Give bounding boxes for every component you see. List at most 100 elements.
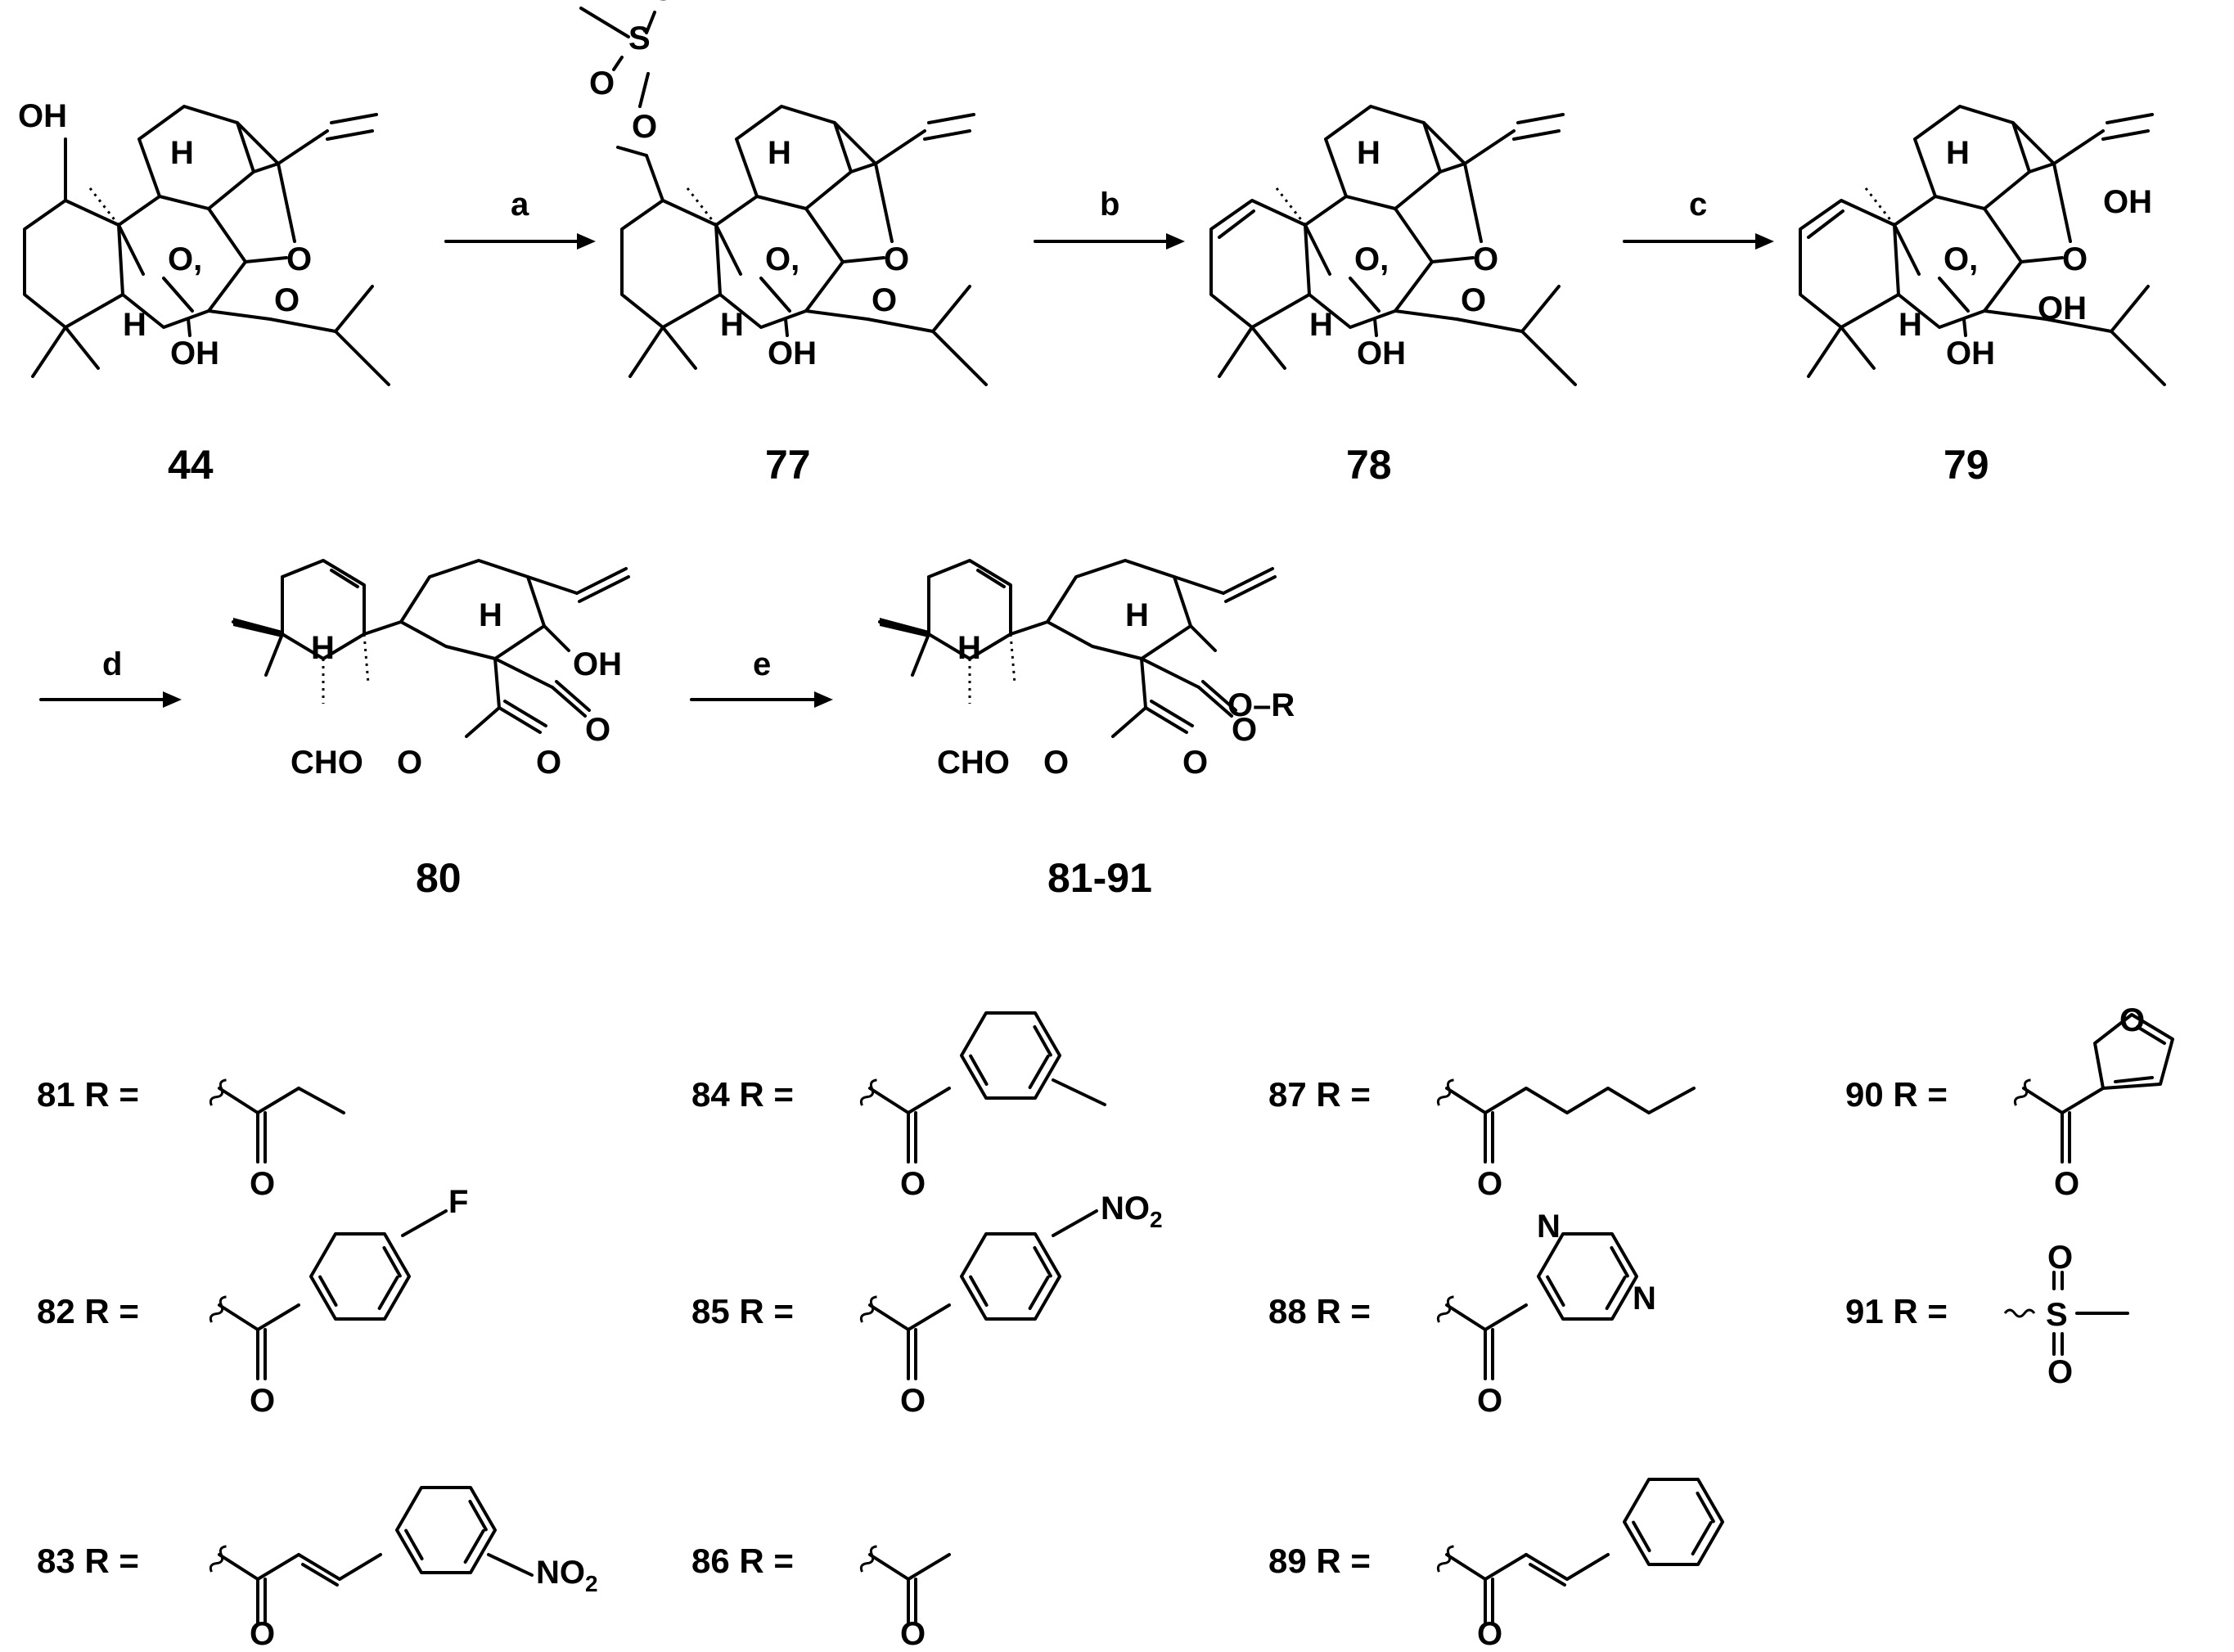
step-label-e: e [753,646,771,682]
atom-o: O [1182,745,1208,781]
r-group-label: 83 R = [37,1542,139,1580]
atom-o: O [250,1166,275,1202]
atom-o-r: O–R [1227,687,1295,723]
atom-no2: NO2 [1101,1191,1163,1232]
r-group-label: 87 R = [1268,1075,1371,1114]
atom-o: O [397,745,422,781]
r-group-label: 84 R = [691,1075,794,1114]
r-group-90: 90 R = O O [1845,1002,2174,1202]
r-group-81: 81 R = O [37,1075,345,1202]
atom-o: O [274,282,300,318]
r-group-label: 85 R = [691,1292,794,1330]
atom-o: O [250,1616,275,1652]
compound-44-label: 44 [168,442,214,488]
atom-oh: OH [18,98,67,134]
atom-oh: OH [170,335,219,371]
r-group-label: 88 R = [1268,1292,1371,1330]
reaction-arrow-b: b [1034,187,1185,250]
atom-o: O [1473,241,1498,277]
atom-oh: OH [1357,335,1406,371]
atom-cho: CHO [291,745,363,781]
r-group-label: 86 R = [691,1542,794,1580]
atom-oh: OH [1946,335,1995,371]
compound-77-label: 77 [765,442,811,488]
r-group-label: 81 R = [37,1075,139,1114]
atom-o: O [884,241,909,277]
atom-o: O [1477,1616,1502,1652]
atom-o: O [589,65,615,101]
compound-44-structure: OH H O, O O H OH [18,98,390,386]
compound-79-structure: H O, OH O OH H OH [1799,105,2166,386]
atom-o: O [2047,1354,2073,1390]
atom-o: O [250,1383,275,1419]
atom-o: O [900,1616,926,1652]
r-group-label: 90 R = [1845,1075,1948,1114]
atom-o: O [651,0,676,7]
r-group-87: 87 R = O [1268,1075,1696,1202]
atom-h: H [768,135,791,171]
atom-o: O, [1943,241,1978,277]
compound-81-91-label: 81-91 [1047,855,1152,901]
compound-80-structure: H H OH O CHO O O [232,559,630,781]
atom-s: S [2046,1297,2068,1333]
r-group-91: 91 R = S O O [1845,1240,2129,1390]
atom-n: N [1537,1209,1561,1245]
step-label-c: c [1689,187,1707,223]
atom-o: O [900,1166,926,1202]
atom-h: H [123,307,146,343]
atom-h: H [957,630,981,666]
atom-h: H [479,597,502,633]
r-group-label: 89 R = [1268,1542,1371,1580]
r-group-89: 89 R = O [1268,1456,1737,1652]
atom-s: S [628,20,651,56]
atom-o: O [1232,712,1257,748]
atom-h: H [1898,307,1922,343]
step-label-d: d [102,646,122,682]
atom-o: O, [765,241,799,277]
atom-o: O [2119,1002,2145,1038]
compound-78-structure: H O, O O H OH [1209,105,1577,386]
r-group-label: 91 R = [1845,1292,1948,1330]
atom-o: O [1043,745,1069,781]
reaction-arrow-a: a [444,187,596,250]
r-group-85: 85 R = NO2 O [691,1191,1163,1419]
r-group-label: 82 R = [37,1292,139,1330]
atom-cho: CHO [937,745,1010,781]
r-group-86: 86 R = O [691,1542,951,1652]
atom-o: O [2062,241,2088,277]
step-label-b: b [1100,187,1119,223]
reaction-arrow-c: c [1623,187,1774,250]
atom-o: O [900,1383,926,1419]
atom-o: O [585,712,610,748]
compound-79-label: 79 [1943,442,1989,488]
step-label-a: a [511,187,529,223]
atom-oh: OH [573,646,622,682]
atom-o: O [2047,1240,2073,1276]
atom-o: O [536,745,561,781]
reaction-arrow-e: e [690,646,833,708]
atom-o: O [2054,1166,2079,1202]
atom-oh: OH [768,335,817,371]
atom-o: O [1461,282,1486,318]
r-group-88: 88 R = N N O [1268,1209,1656,1419]
atom-h: H [170,135,194,171]
r-group-83: 83 R = NO2 O [37,1465,598,1652]
atom-h: H [720,307,744,343]
r-group-84: 84 R = O [691,990,1106,1202]
atom-o: O [872,282,897,318]
atom-f: F [448,1184,468,1220]
atom-h: H [1357,135,1380,171]
atom-h: H [1946,135,1970,171]
compound-77-structure: O S O O H O, O O H OH [579,0,988,386]
atom-o: O, [168,241,202,277]
atom-n: N [1633,1281,1656,1317]
atom-o: O [632,109,657,145]
atom-oh: OH [2038,290,2087,326]
atom-h: H [1125,597,1149,633]
atom-o: O [286,241,312,277]
atom-o: O [1477,1166,1502,1202]
compound-81-91-structure: H H O–R O CHO O O [878,559,1295,781]
atom-o: O [1477,1383,1502,1419]
atom-oh: OH [2103,184,2152,220]
